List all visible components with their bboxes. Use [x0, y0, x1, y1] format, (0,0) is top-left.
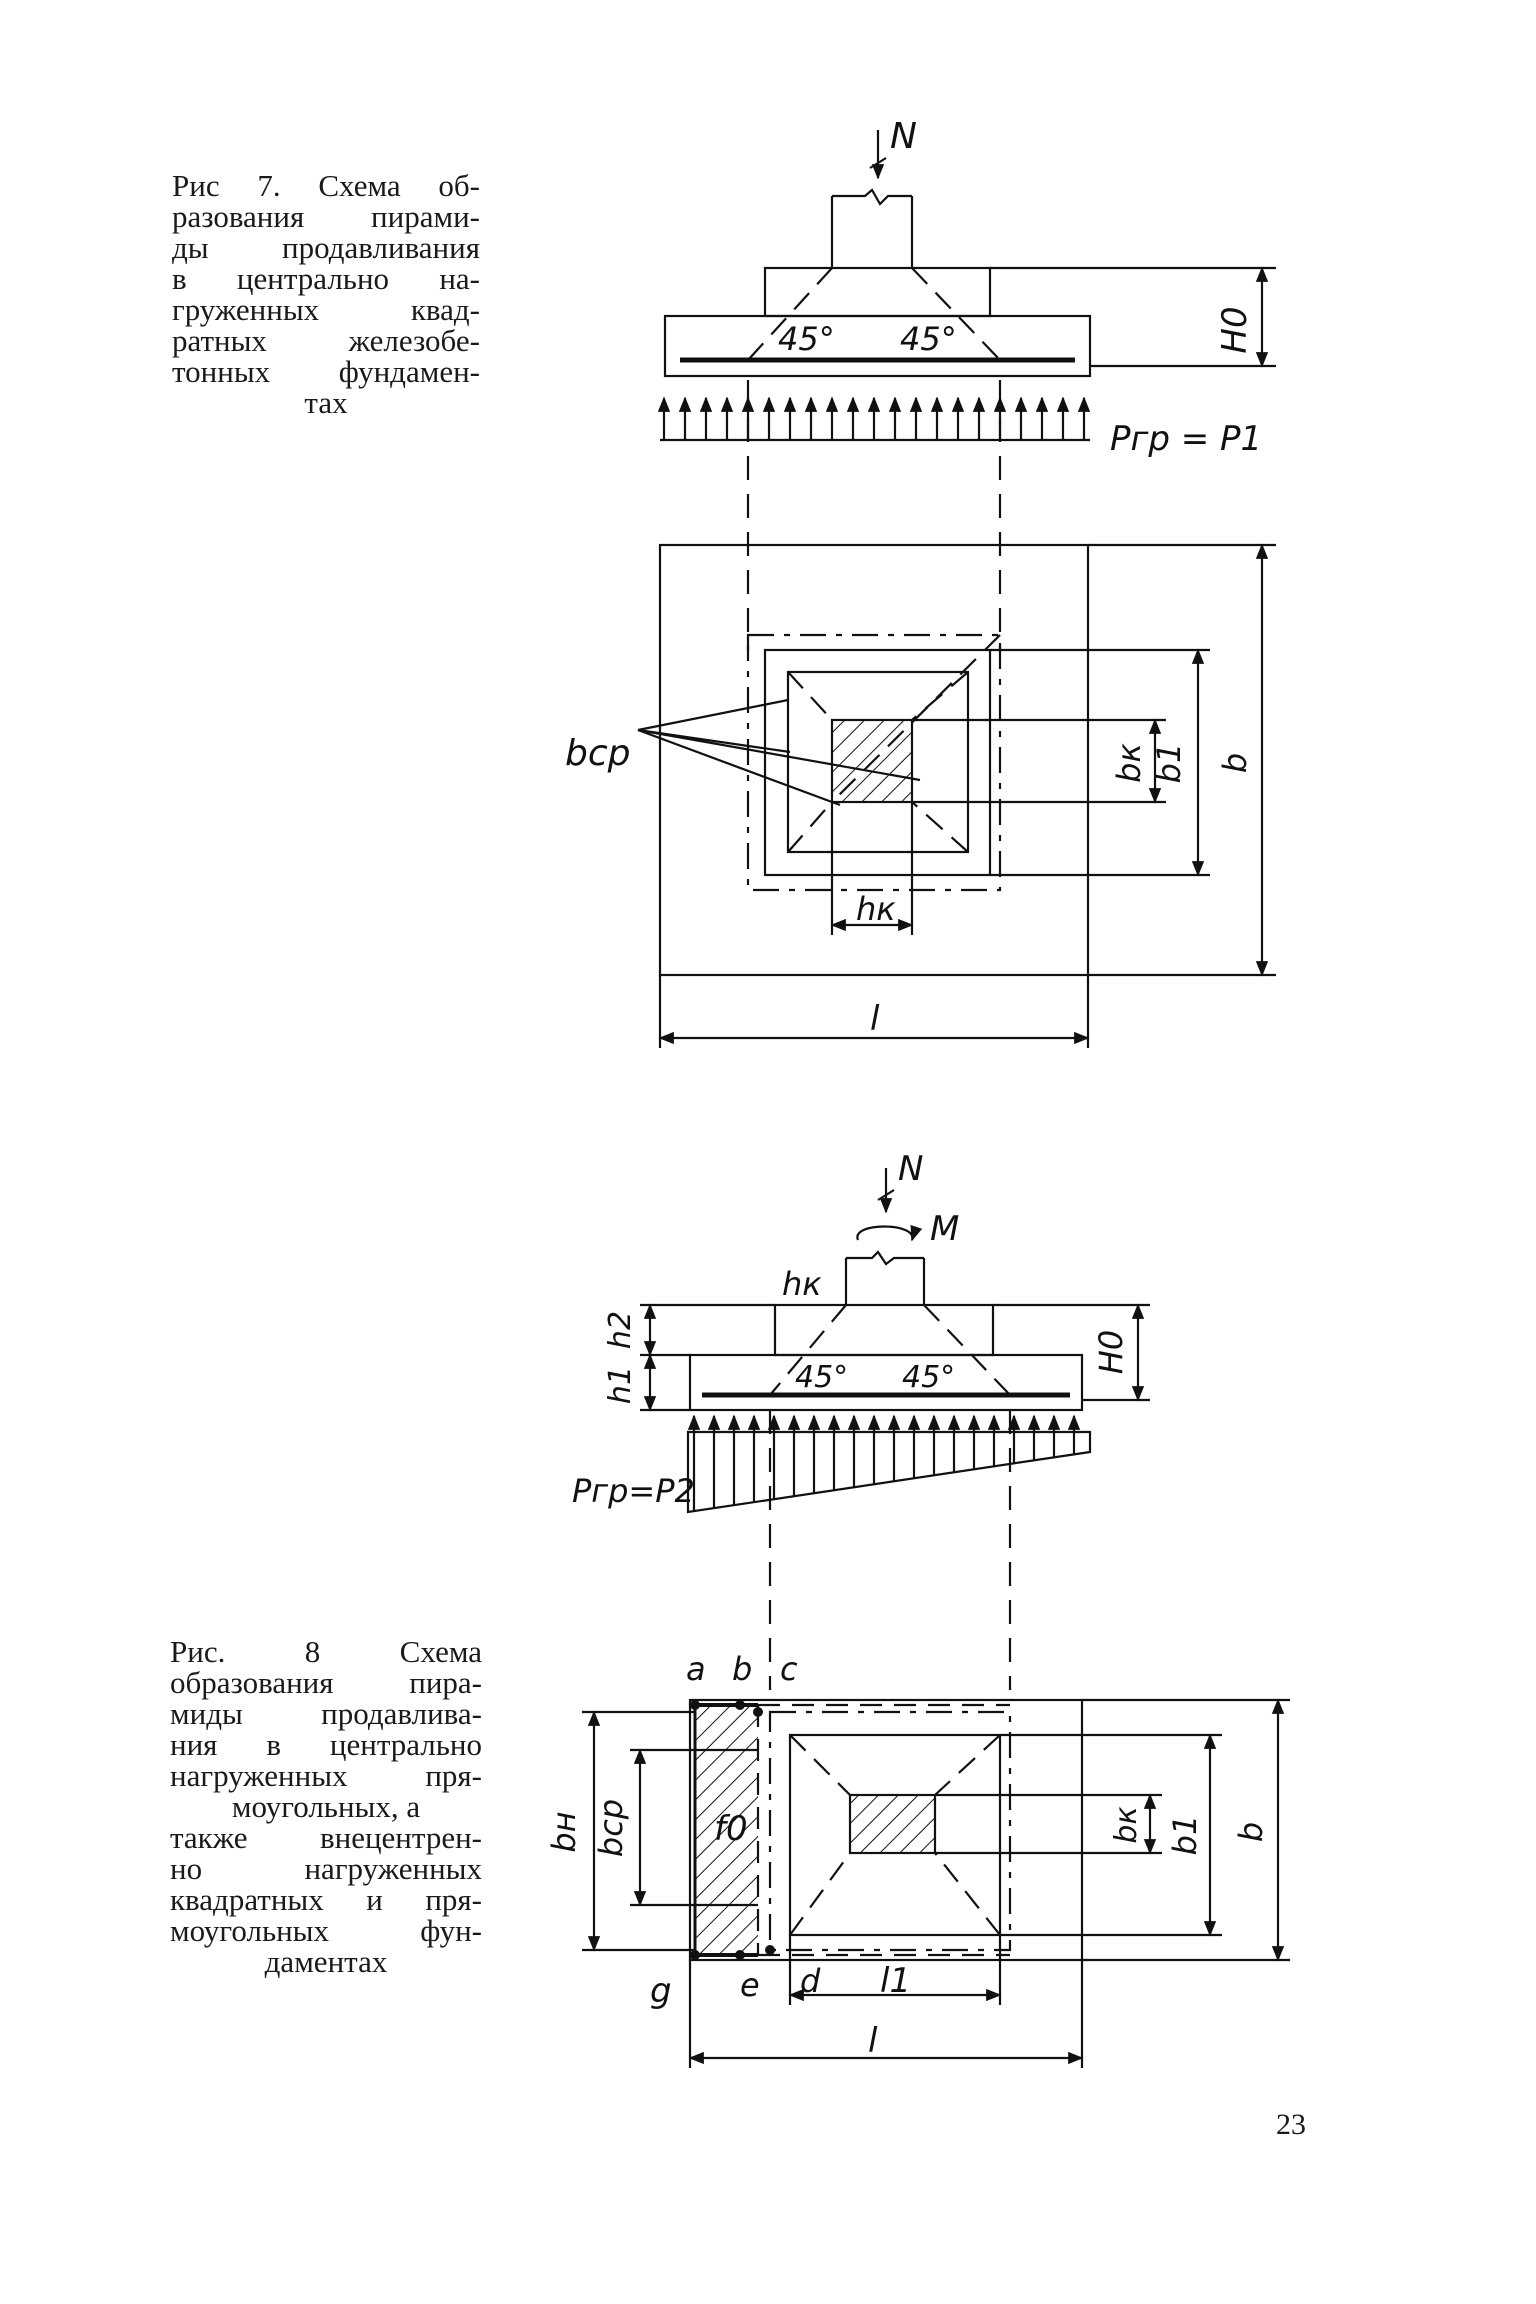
caption-line: образования пира-: [170, 1665, 482, 1700]
label-bk: bк: [1110, 743, 1148, 783]
label-b: b: [1232, 1822, 1270, 1842]
label-N: N: [890, 116, 917, 157]
caption-line: тонных фундамен-: [172, 354, 480, 389]
caption-line: моугольных фун-: [170, 1913, 482, 1948]
caption-line: квадратных и пря-: [170, 1882, 482, 1917]
label-pressure: Pгр=P2: [572, 1472, 695, 1510]
caption-line: также внецентрен-: [170, 1820, 482, 1855]
label-bk: bк: [1109, 1806, 1144, 1843]
caption-line: нагруженных пря-: [170, 1758, 482, 1793]
label-M: M: [930, 1209, 959, 1249]
figure7-labels: N H0 45° 45° Pгр = P1 bср bк b1 b hк l: [565, 116, 1262, 1039]
label-l: l: [868, 2021, 878, 2061]
label-h2: h2: [603, 1311, 638, 1349]
figure8-labels: N M hк h2 h1 H0 45° 45° Pгр=P2 a b c g e…: [545, 1149, 1270, 2061]
figure8-caption: Рис. 8 Схема образования пира- миды прод…: [170, 1636, 482, 1977]
figure7-section-drawing: [657, 130, 1276, 650]
label-angle-left: 45°: [795, 1360, 848, 1395]
caption-line: в центрально на-: [172, 261, 480, 296]
label-H0: H0: [1092, 1330, 1130, 1374]
label-bcp: bср: [592, 1799, 630, 1857]
caption-line: Рис. 8 Схема: [170, 1634, 482, 1669]
label-angle-left: 45°: [778, 320, 835, 358]
caption-line: но нагруженных: [170, 1851, 482, 1886]
label-point-d: d: [800, 1962, 821, 2000]
label-H0: H0: [1215, 306, 1255, 353]
label-point-a: a: [686, 1650, 706, 1688]
label-b1: b1: [1166, 1815, 1204, 1856]
caption-line: ния в центрально: [170, 1727, 482, 1762]
figure8-corner-points: [690, 1700, 775, 1960]
label-h1: h1: [603, 1366, 638, 1404]
label-bh: bн: [545, 1811, 583, 1852]
label-point-c: c: [780, 1650, 798, 1688]
figure7-caption: Рис 7. Схема об- разования пирами- ды пр…: [172, 170, 480, 418]
label-hk: hк: [856, 890, 896, 928]
label-bcp: bср: [565, 733, 631, 774]
page-number: 23: [1276, 2108, 1306, 2141]
caption-line: груженных квад-: [172, 292, 480, 327]
figure7-plan-drawing: [637, 543, 1276, 1048]
figure8-plan-drawing: [582, 1698, 1290, 2068]
label-angle-right: 45°: [902, 1360, 955, 1395]
figure8-section-drawing: [640, 1168, 1150, 1690]
caption-line: ратных железобе-: [172, 323, 480, 358]
label-pressure: Pгр = P1: [1110, 419, 1262, 459]
label-f0: f0: [714, 1809, 748, 1849]
caption-line: миды продавлива-: [170, 1696, 482, 1731]
label-l1: l1: [880, 1961, 911, 2001]
label-N: N: [898, 1149, 923, 1189]
label-b: b: [1216, 753, 1254, 773]
label-angle-right: 45°: [900, 320, 957, 358]
label-point-e: e: [740, 1966, 760, 2004]
caption-line: моугольных, а: [231, 1789, 421, 1824]
caption-line: тах: [304, 385, 348, 420]
caption-line: Рис 7. Схема об-: [172, 168, 480, 203]
caption-line: ды продавливания: [172, 230, 480, 265]
caption-line: даментах: [264, 1944, 388, 1979]
label-hk: hк: [782, 1265, 822, 1303]
label-l: l: [870, 999, 880, 1039]
caption-line: разования пирами-: [172, 199, 480, 234]
label-point-g: g: [650, 1971, 672, 2011]
label-point-b: b: [732, 1650, 752, 1688]
label-b1: b1: [1150, 743, 1188, 784]
